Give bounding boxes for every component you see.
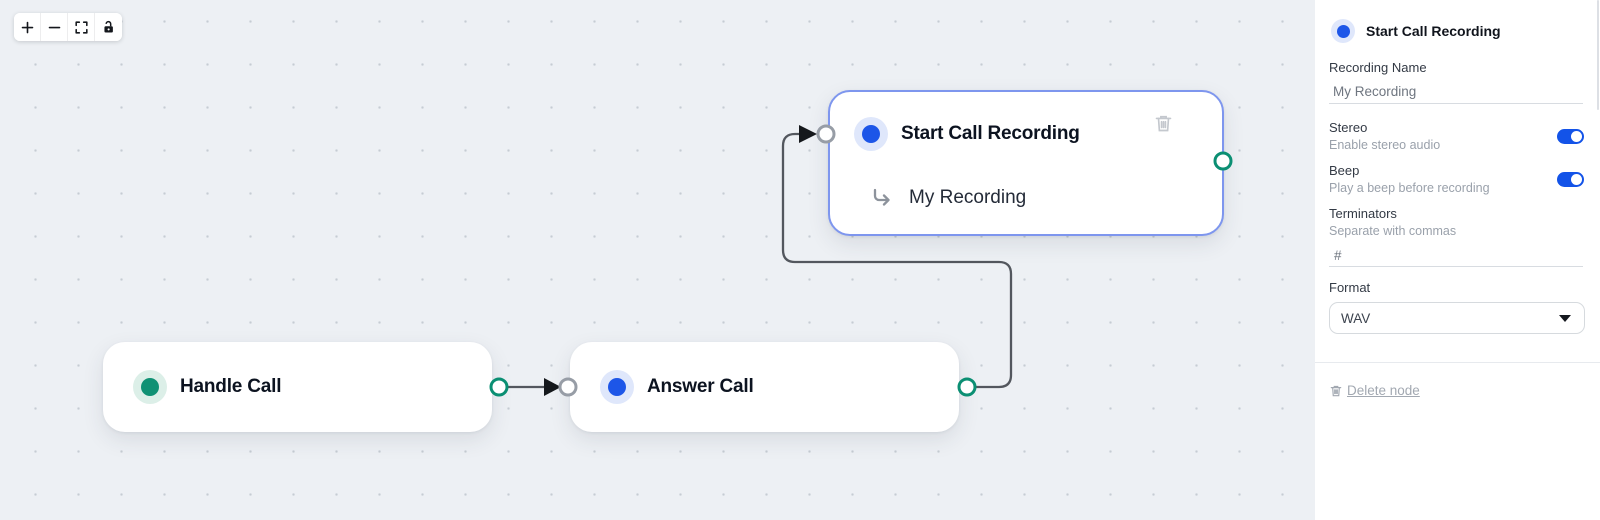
panel-header: Start Call Recording <box>1331 19 1501 43</box>
fit-view-button[interactable] <box>68 13 95 41</box>
sub-branch-arrow-icon <box>870 186 894 210</box>
node-start-call-recording[interactable]: Start Call Recording My Recording <box>828 90 1224 236</box>
node-type-icon <box>133 370 167 404</box>
edge-arrowhead <box>544 378 561 396</box>
node-title: Handle Call <box>180 376 282 397</box>
edge-arrowhead <box>799 125 817 143</box>
input-handle-answer-call[interactable] <box>558 377 578 397</box>
node-type-icon <box>854 117 888 151</box>
beep-label: Beep <box>1329 163 1360 178</box>
recording-name-input[interactable]: My Recording <box>1333 84 1417 99</box>
chevron-down-icon <box>1559 314 1571 322</box>
panel-title: Start Call Recording <box>1366 23 1501 39</box>
output-handle-handle-call[interactable] <box>489 377 509 397</box>
node-title: Answer Call <box>647 376 754 397</box>
format-select[interactable]: WAV <box>1329 302 1585 334</box>
terminators-label: Terminators <box>1329 206 1397 221</box>
output-handle-start-call-recording[interactable] <box>1213 151 1233 171</box>
trash-icon[interactable] <box>1153 113 1174 139</box>
node-title: Start Call Recording <box>901 123 1080 144</box>
panel-scrollbar[interactable] <box>1597 0 1599 110</box>
node-handle-call[interactable]: Handle Call <box>103 342 492 432</box>
recording-name-label: Recording Name <box>1329 60 1427 75</box>
edge-layer <box>501 125 1013 396</box>
node-answer-call[interactable]: Answer Call <box>570 342 959 432</box>
format-selected-value: WAV <box>1341 310 1371 326</box>
input-handle-start-call-recording[interactable] <box>816 124 836 144</box>
lock-icon[interactable] <box>95 13 122 41</box>
input-underline <box>1329 103 1583 104</box>
canvas-controls <box>14 13 122 41</box>
stereo-hint: Enable stereo audio <box>1329 138 1441 152</box>
beep-hint: Play a beep before recording <box>1329 181 1490 195</box>
flow-canvas[interactable]: Handle Call Answer Call Start Call Recor… <box>0 0 1316 520</box>
stereo-label: Stereo <box>1329 120 1368 135</box>
beep-toggle[interactable] <box>1557 172 1584 187</box>
panel-divider <box>1315 362 1600 363</box>
edge-answer-to-recording <box>781 132 1013 389</box>
format-label: Format <box>1329 280 1371 295</box>
terminators-hint: Separate with commas <box>1329 224 1457 238</box>
terminators-input[interactable]: # <box>1334 248 1342 263</box>
output-handle-answer-call[interactable] <box>957 377 977 397</box>
node-settings-panel: Start Call Recording Recording Name My R… <box>1315 0 1600 520</box>
trash-icon <box>1330 385 1342 396</box>
zoom-in-button[interactable] <box>14 13 41 41</box>
delete-node-button[interactable]: Delete node <box>1329 383 1420 398</box>
input-underline <box>1329 266 1583 267</box>
node-sub-label: My Recording <box>909 187 1027 208</box>
zoom-out-button[interactable] <box>41 13 68 41</box>
node-type-icon <box>600 370 634 404</box>
node-type-icon <box>1331 19 1355 43</box>
stereo-toggle[interactable] <box>1557 129 1584 144</box>
delete-node-label: Delete node <box>1347 383 1420 398</box>
